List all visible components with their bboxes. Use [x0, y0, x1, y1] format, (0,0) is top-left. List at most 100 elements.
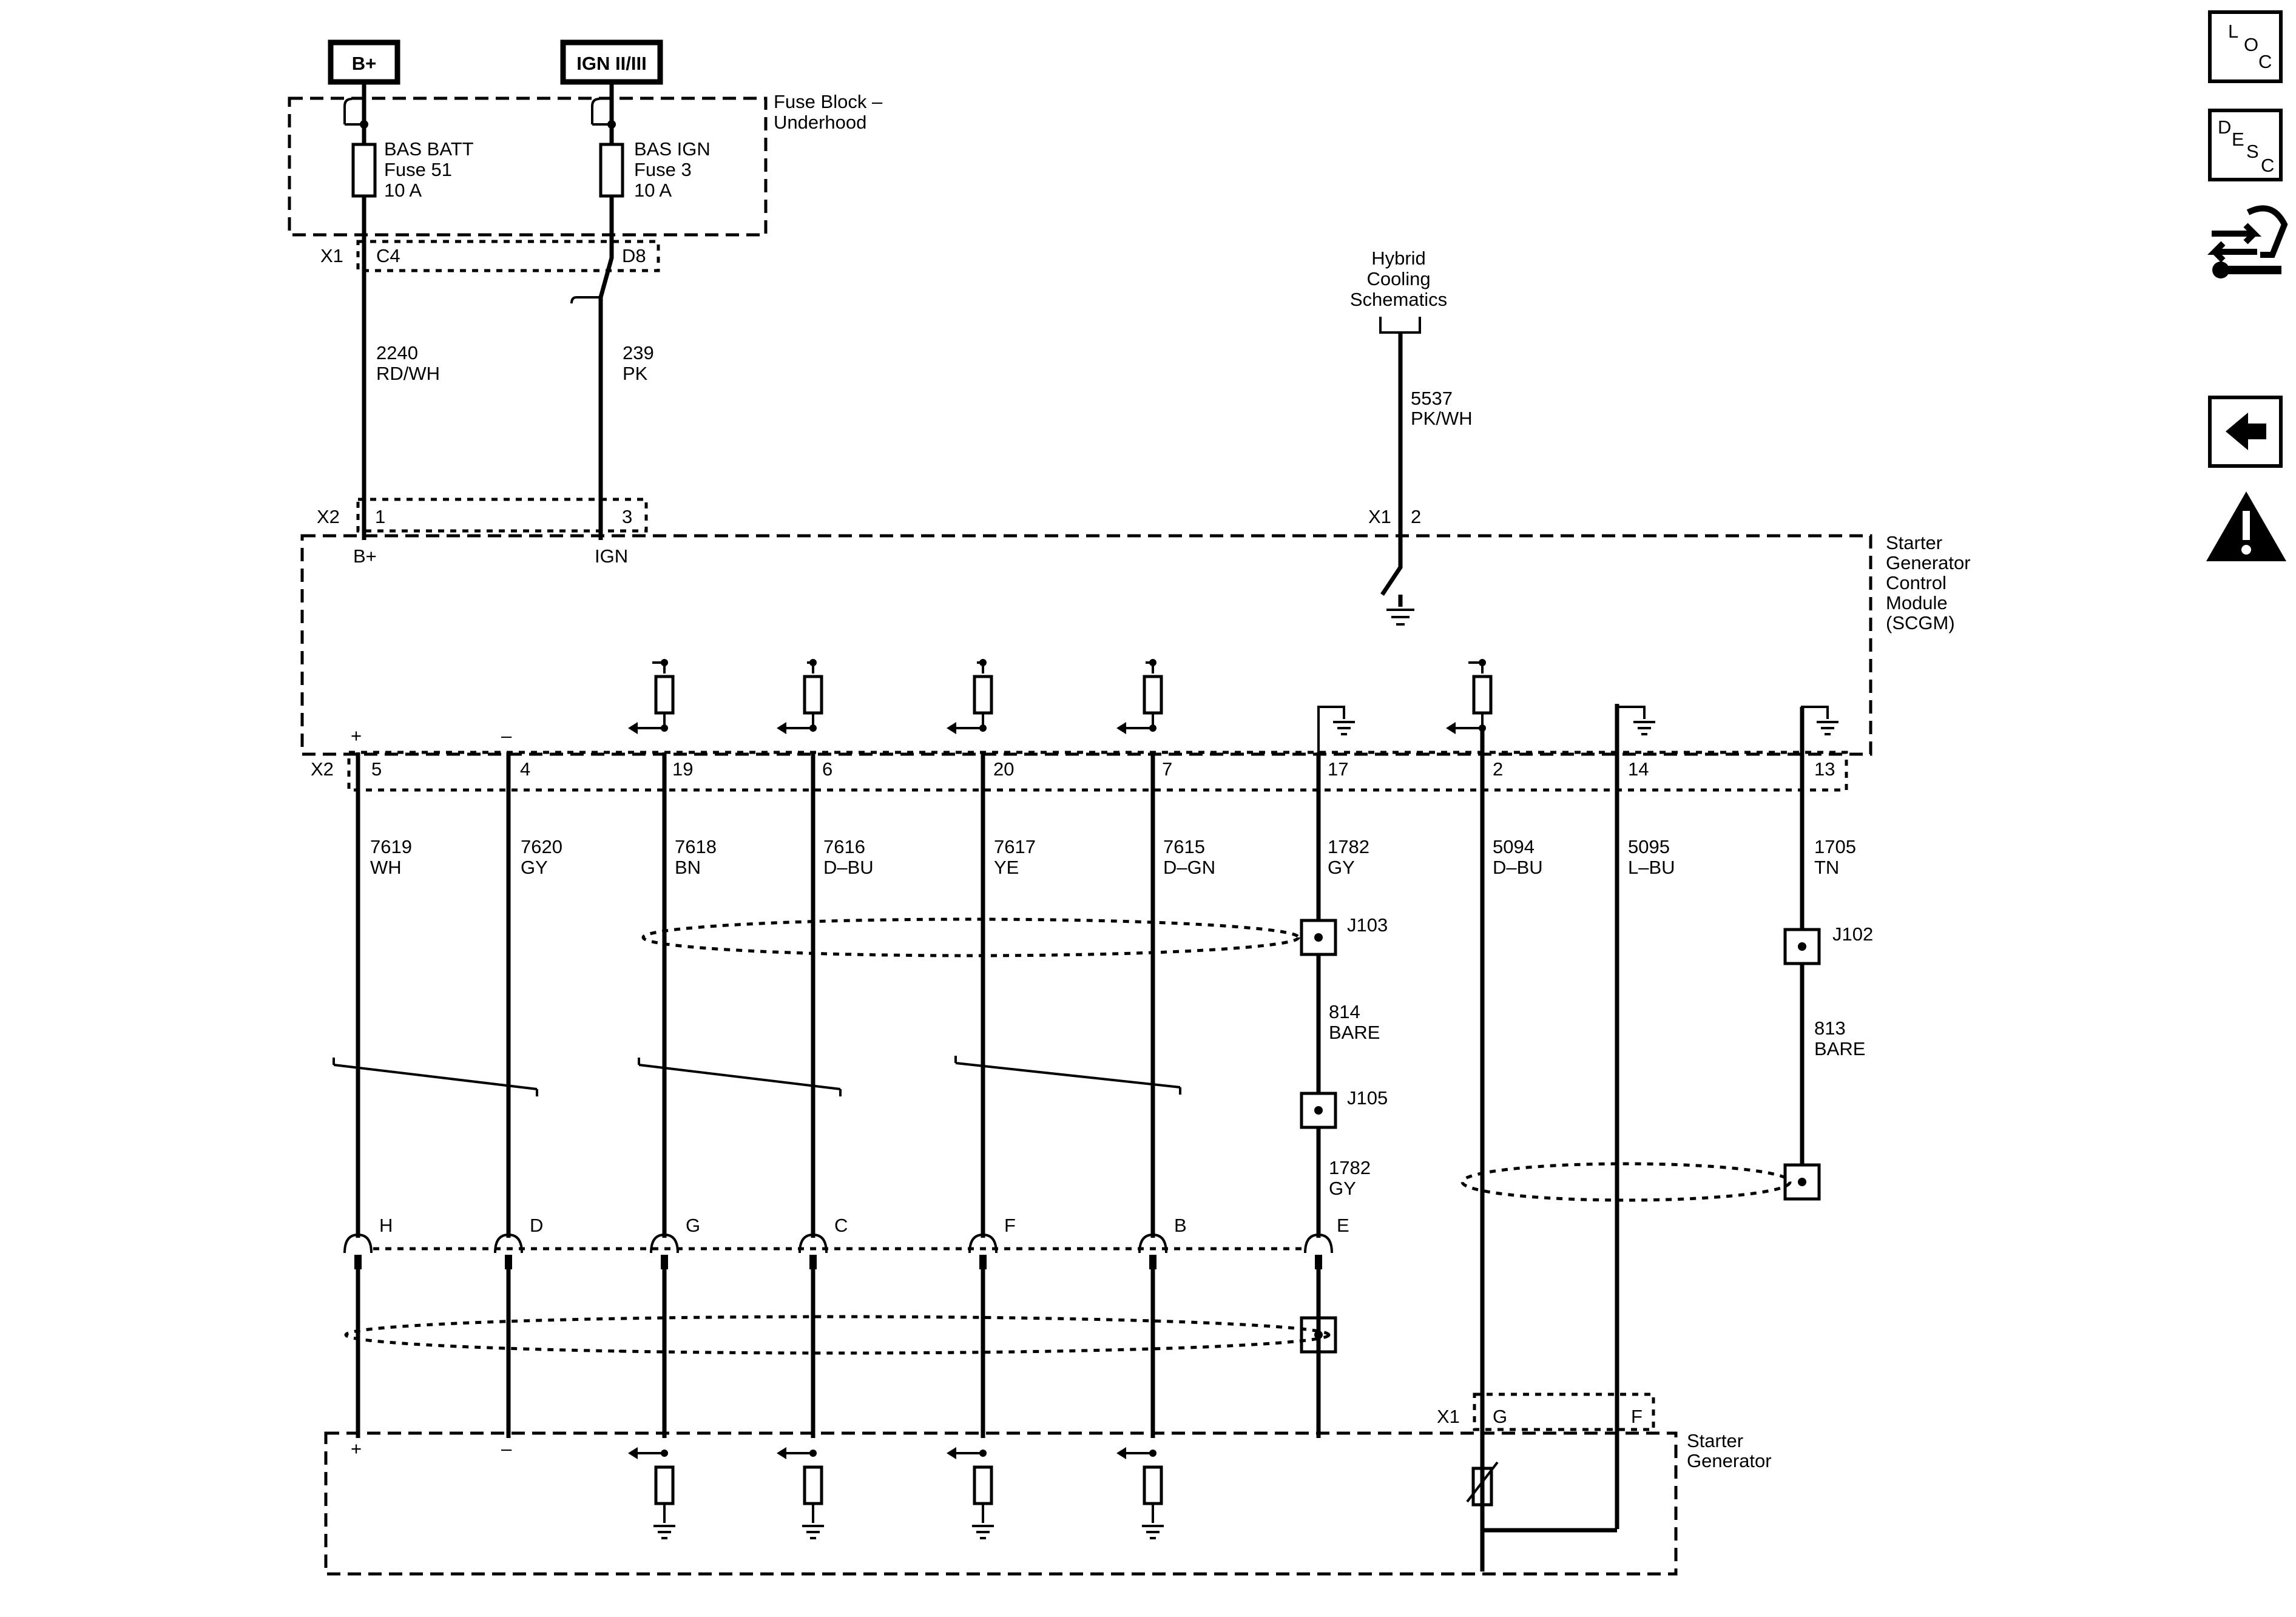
shield-ellipse: [641, 917, 1300, 957]
bplus-source: B+: [328, 39, 400, 85]
svg-text:WH: WH: [370, 857, 402, 878]
pullup-resistor-icon: [654, 675, 675, 715]
svg-text:3: 3: [622, 506, 632, 527]
connector-tools-icon[interactable]: [2207, 205, 2288, 279]
twisted-pair-line: [954, 1056, 1181, 1095]
svg-text:X1: X1: [320, 245, 343, 266]
pullup-node: [809, 659, 817, 666]
warning-icon[interactable]: [2206, 491, 2286, 561]
svg-text:5094: 5094: [1493, 836, 1535, 857]
svg-text:GY: GY: [1329, 1178, 1356, 1199]
svg-text:Generator: Generator: [1886, 552, 1971, 573]
gen-arrow-icon: [628, 1447, 638, 1459]
svg-text:–: –: [501, 1438, 512, 1459]
svg-text:20: 20: [993, 758, 1014, 780]
splice-labels: J103 814 BARE J105 1782 GY J102 813 BARE: [1329, 914, 1873, 1199]
svg-text:Fuse 51: Fuse 51: [384, 159, 452, 180]
ground-icon: [1333, 721, 1355, 735]
pullup-link: [783, 713, 814, 729]
inline-pin: [661, 1255, 668, 1269]
pullup-resistor-icon: [1143, 675, 1163, 715]
svg-text:10 A: 10 A: [634, 180, 672, 201]
gen-resistor-icon: [1143, 1465, 1163, 1505]
svg-text:L–BU: L–BU: [1628, 857, 1675, 878]
splice-dot: [1314, 1106, 1323, 1115]
ign-source: IGN II/III: [560, 39, 663, 85]
pullup-link: [953, 713, 984, 729]
svg-text:5537: 5537: [1411, 388, 1453, 409]
svg-text:Starter: Starter: [1687, 1430, 1743, 1451]
svg-text:2: 2: [1493, 758, 1503, 780]
svg-text:19: 19: [672, 758, 693, 780]
gen-arrow-icon: [947, 1447, 956, 1459]
svg-text:D–GN: D–GN: [1163, 857, 1215, 878]
gen-junction: [809, 1450, 817, 1457]
inline-pin: [979, 1255, 987, 1269]
svg-text:BAS IGN: BAS IGN: [634, 138, 711, 160]
gen-resistor-icon: [654, 1465, 675, 1505]
desc-icon[interactable]: D E S C: [2208, 109, 2283, 181]
ground-icon: [1633, 721, 1655, 735]
gen-arrow-icon: [777, 1447, 786, 1459]
inline-terminal-icon: [1138, 1233, 1167, 1254]
loc-icon[interactable]: L O C: [2208, 10, 2283, 83]
svg-text:7620: 7620: [521, 836, 562, 857]
svg-text:E: E: [2232, 129, 2244, 150]
svg-text:J103: J103: [1347, 914, 1388, 936]
svg-text:2240: 2240: [376, 342, 418, 363]
svg-text:H: H: [379, 1215, 393, 1236]
pullup-link: [634, 713, 666, 729]
svg-text:BARE: BARE: [1814, 1038, 1865, 1059]
splice-dot: [1314, 933, 1323, 942]
pullup-node: [661, 659, 668, 666]
svg-text:17: 17: [1328, 758, 1348, 780]
inline-terminal-icon: [343, 1233, 373, 1254]
svg-text:+: +: [351, 1438, 362, 1459]
svg-text:1705: 1705: [1814, 836, 1856, 857]
back-arrow-icon[interactable]: [2208, 396, 2283, 468]
signal-arrow-icon: [777, 722, 786, 734]
inline-terminal-icon: [799, 1233, 828, 1254]
svg-text:1782: 1782: [1329, 1157, 1371, 1178]
inline-terminal-icon: [650, 1233, 679, 1254]
twisted-pair-line: [333, 1058, 538, 1096]
svg-text:YE: YE: [994, 857, 1019, 878]
svg-text:(SCGM): (SCGM): [1886, 612, 1955, 633]
svg-text:S: S: [2246, 141, 2259, 162]
svg-text:O: O: [2244, 34, 2258, 55]
starter-generator: Starter Generator X1 G F + –: [324, 704, 1772, 1576]
pullup-resistor-icon: [973, 675, 993, 715]
gen-arrow-icon: [1116, 1447, 1126, 1459]
svg-text:Cooling: Cooling: [1366, 268, 1430, 289]
shield-ellipse: [1460, 1162, 1792, 1202]
svg-text:F: F: [1631, 1406, 1643, 1427]
ground-loop: [1616, 706, 1646, 789]
fuse-3-icon: [599, 143, 624, 198]
svg-text:D: D: [530, 1215, 543, 1236]
ground-icon: [1817, 721, 1838, 735]
svg-text:10 A: 10 A: [384, 180, 422, 201]
svg-text:Hybrid: Hybrid: [1371, 248, 1426, 269]
svg-text:7615: 7615: [1163, 836, 1205, 857]
svg-text:D: D: [2218, 116, 2231, 138]
pullup-junction: [979, 724, 987, 732]
svg-text:IGN II/III: IGN II/III: [576, 53, 646, 74]
twisted-pair-line: [638, 1058, 842, 1096]
svg-text:BAS BATT: BAS BATT: [384, 138, 474, 160]
svg-text:B+: B+: [352, 53, 377, 74]
signal-arrow-icon: [947, 722, 956, 734]
hybrid-cooling-reference: Hybrid Cooling Schematics 5537 PK/WH: [1350, 248, 1473, 540]
svg-text:J102: J102: [1832, 923, 1873, 945]
ground-icon: [653, 1525, 675, 1539]
inline-connector: H D G C F B E: [373, 1215, 1349, 1251]
svg-text:14: 14: [1628, 758, 1649, 780]
svg-text:239: 239: [623, 342, 654, 363]
svg-text:X1: X1: [1368, 506, 1391, 527]
svg-text:7616: 7616: [823, 836, 865, 857]
signal-arrow-icon: [1116, 722, 1126, 734]
svg-text:B+: B+: [353, 545, 377, 567]
svg-text:+: +: [351, 725, 362, 746]
inline-terminal-icon: [494, 1233, 523, 1254]
pullup-junction: [1149, 724, 1156, 732]
